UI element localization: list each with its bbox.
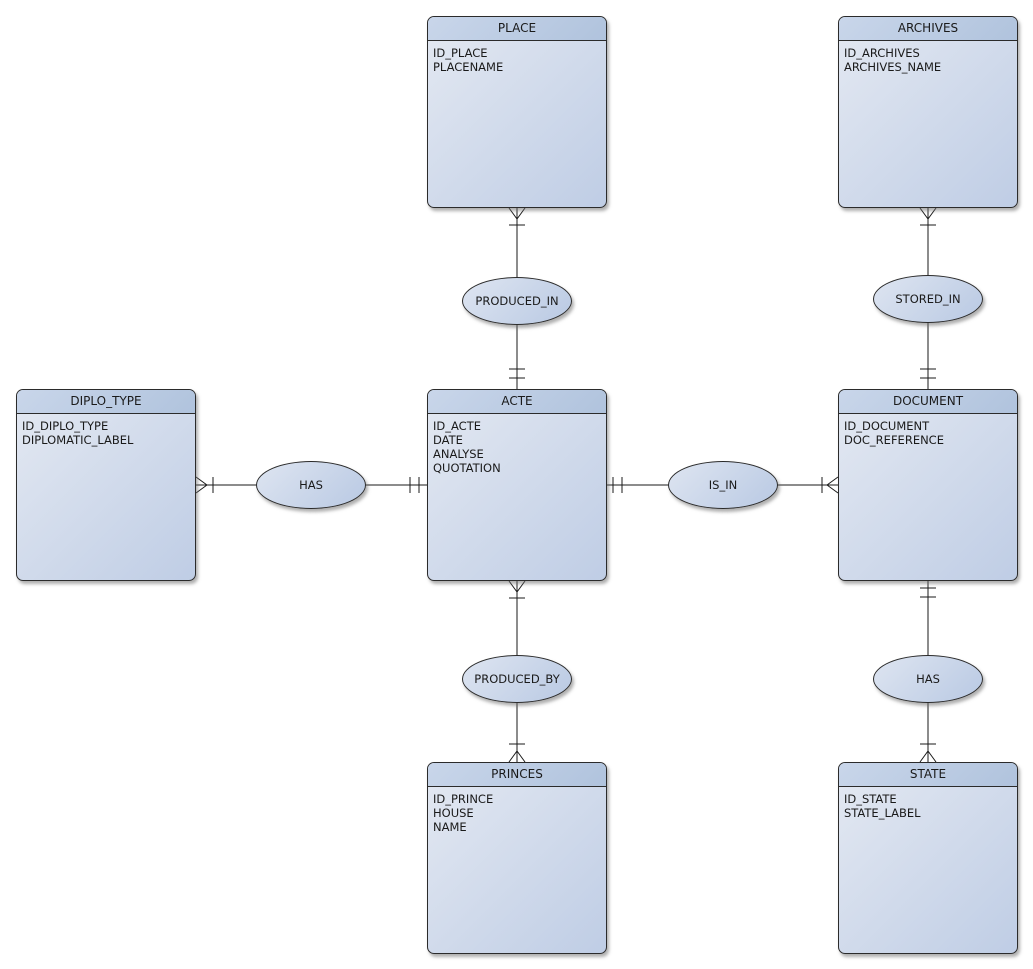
crowfoot-icon (508, 580, 526, 593)
relationship-produced-by[interactable]: PRODUCED_BY (462, 655, 572, 703)
entity-title: ARCHIVES (839, 17, 1017, 41)
entity-acte[interactable]: ACTE ID_ACTE DATE ANALYSE QUOTATION (427, 389, 607, 581)
entity-attributes: ID_ARCHIVES ARCHIVES_NAME (844, 46, 942, 74)
entity-document[interactable]: DOCUMENT ID_DOCUMENT DOC_REFERENCE (838, 389, 1018, 581)
relationship-label: PRODUCED_BY (474, 672, 560, 686)
crowfoot-icon (919, 207, 937, 220)
relationship-label: PRODUCED_IN (475, 294, 559, 308)
entity-attributes: ID_PLACE PLACENAME (433, 46, 504, 74)
double-tick-icon (920, 368, 936, 379)
connector-stored-in-document (920, 323, 936, 389)
connector-archives-stored-in (919, 207, 937, 275)
crowfoot-icon (508, 207, 526, 220)
entity-state[interactable]: STATE ID_STATE STATE_LABEL (838, 762, 1018, 954)
relationship-stored-in[interactable]: STORED_IN (873, 275, 983, 323)
relationship-label: IS_IN (708, 478, 738, 492)
connector-document-has (920, 581, 936, 655)
double-tick-icon (509, 368, 525, 379)
entity-attributes: ID_DIPLO_TYPE DIPLOMATIC_LABEL (22, 419, 134, 447)
double-tick-icon (612, 477, 623, 493)
crowfoot-icon (195, 476, 208, 494)
crowfoot-icon (508, 750, 526, 763)
connector-acte-is-in (607, 477, 669, 493)
relationship-label: HAS (299, 478, 323, 492)
entity-place[interactable]: PLACE ID_PLACE PLACENAME (427, 16, 607, 208)
crowfoot-icon (919, 750, 937, 763)
double-tick-icon (409, 477, 420, 493)
entity-title: PLACE (428, 17, 606, 41)
relationship-label: HAS (916, 672, 940, 686)
relationship-label: STORED_IN (895, 292, 961, 306)
connector-produced-by-princes (508, 703, 526, 763)
entity-title: STATE (839, 763, 1017, 787)
relationship-is-in[interactable]: IS_IN (668, 461, 778, 509)
entity-attributes: ID_ACTE DATE ANALYSE QUOTATION (433, 419, 501, 475)
connector-has-acte (365, 477, 427, 493)
entity-attributes: ID_DOCUMENT DOC_REFERENCE (844, 419, 944, 447)
relationship-has-diplo-type[interactable]: HAS (256, 461, 366, 509)
relationship-produced-in[interactable]: PRODUCED_IN (462, 277, 572, 325)
connector-acte-produced-by (508, 580, 526, 655)
entity-archives[interactable]: ARCHIVES ID_ARCHIVES ARCHIVES_NAME (838, 16, 1018, 208)
entity-title: PRINCES (428, 763, 606, 787)
connector-diplo-type-has (195, 476, 257, 494)
connector-has-state (919, 703, 937, 763)
entity-title: ACTE (428, 390, 606, 414)
connector-is-in-document (777, 476, 839, 494)
relationship-has-state[interactable]: HAS (873, 655, 983, 703)
entity-princes[interactable]: PRINCES ID_PRINCE HOUSE NAME (427, 762, 607, 954)
double-tick-icon (920, 587, 936, 598)
entity-title: DOCUMENT (839, 390, 1017, 414)
crowfoot-icon (826, 476, 839, 494)
entity-attributes: ID_STATE STATE_LABEL (844, 792, 921, 820)
entity-title: DIPLO_TYPE (17, 390, 195, 414)
connector-produced-in-acte (509, 325, 525, 389)
connector-place-produced-in (508, 207, 526, 277)
entity-attributes: ID_PRINCE HOUSE NAME (433, 792, 494, 834)
entity-diplo-type[interactable]: DIPLO_TYPE ID_DIPLO_TYPE DIPLOMATIC_LABE… (16, 389, 196, 581)
